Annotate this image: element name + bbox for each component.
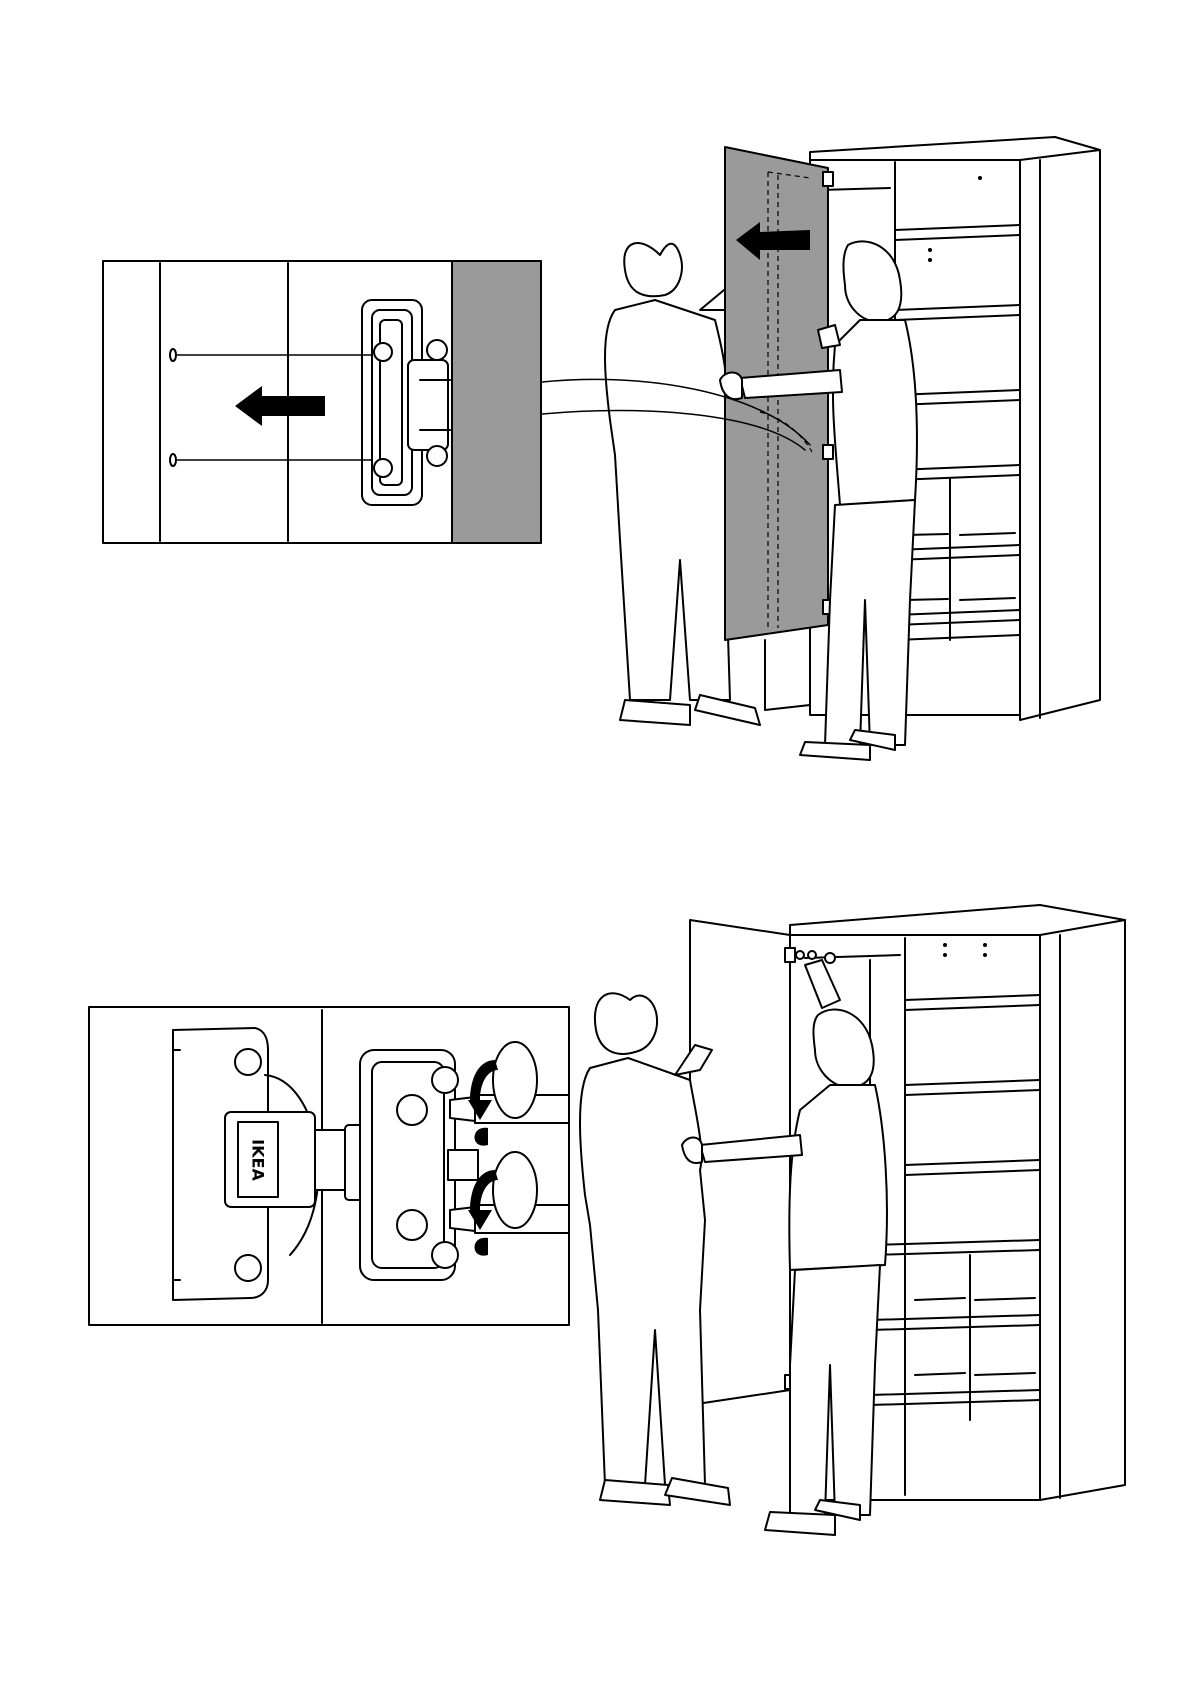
detail-panel-step1	[103, 261, 541, 543]
hinge-logo: IKEA	[249, 1139, 268, 1181]
detail-panel-step2: IKEA	[89, 1007, 569, 1325]
step-1-attach-door	[103, 137, 1100, 760]
step-2-tighten-hinges: IKEA	[89, 905, 1125, 1535]
